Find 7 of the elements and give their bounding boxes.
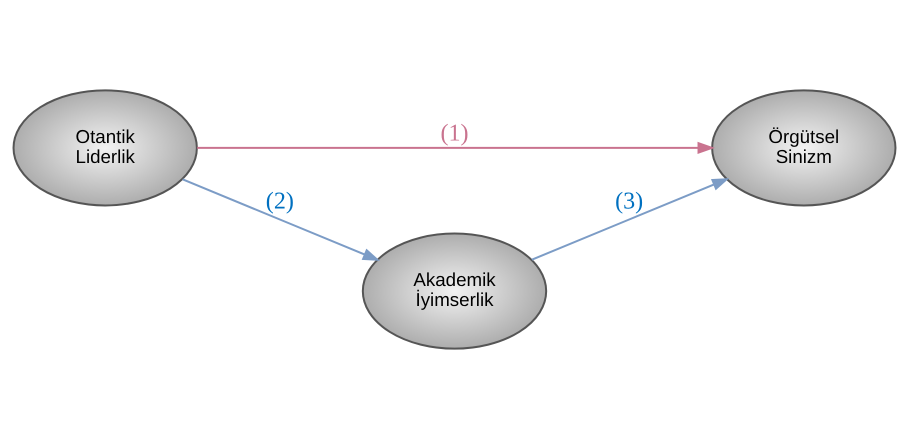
node-ellipse: Otantik Liderlik xyxy=(12,89,198,206)
arrow xyxy=(182,178,380,261)
edge-label: (1) xyxy=(440,120,469,146)
arrow xyxy=(197,142,715,154)
edge-label: (2) xyxy=(266,188,294,215)
edge-label: (3) xyxy=(615,188,644,215)
arrow xyxy=(532,178,730,261)
